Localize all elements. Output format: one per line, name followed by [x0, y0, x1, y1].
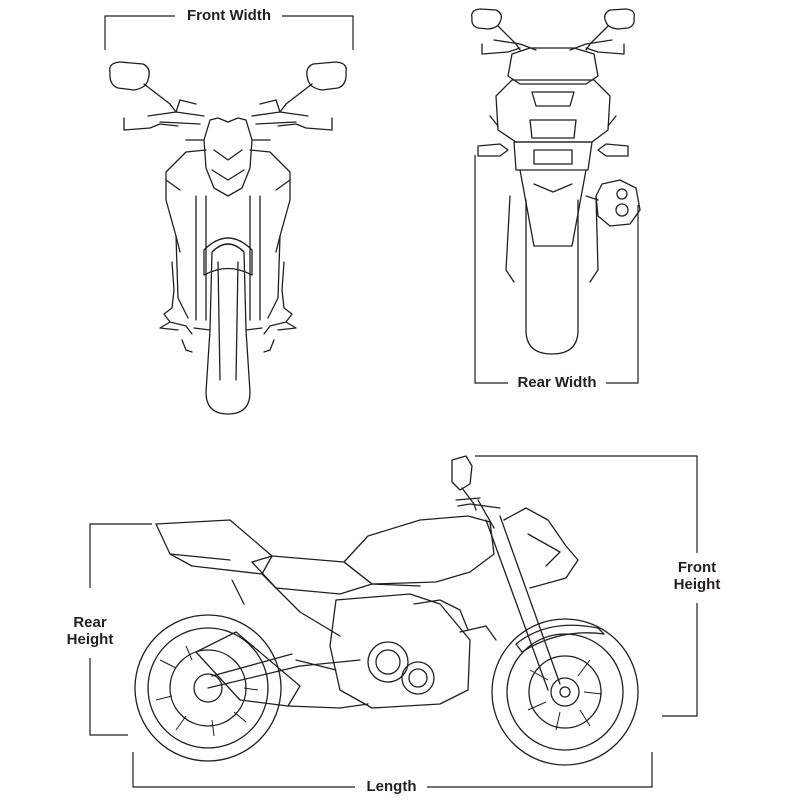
- front-view-motorcycle: [109, 61, 347, 415]
- side-view-front-wheel: [491, 618, 639, 766]
- side-view-fuel-tank: [343, 515, 495, 587]
- side-view-seat: [251, 555, 373, 595]
- rear-view-tail-section: [489, 47, 617, 143]
- front-height-dimension: [475, 455, 698, 717]
- side-view-rear-wheel: [134, 614, 282, 762]
- side-view-handlebar: [455, 497, 501, 509]
- front-view-handlebar: [123, 99, 333, 131]
- side-view-engine: [295, 593, 497, 709]
- rear-view-plate-holder: [513, 141, 593, 171]
- rear-view-hugger: [519, 169, 587, 247]
- front-view-left-mirror: [109, 61, 177, 113]
- rear-view-exhaust: [585, 179, 641, 227]
- front-view-right-mirror: [279, 61, 347, 113]
- rear-width-dimension: [474, 155, 639, 384]
- side-view-fork: [477, 499, 561, 691]
- front-view-engine: [159, 261, 297, 353]
- front-width-label: Front Width: [176, 7, 282, 24]
- front-view-body: [165, 149, 291, 319]
- rear-width-label: Rear Width: [508, 374, 606, 391]
- side-view-headlight: [503, 507, 579, 589]
- rear-height-label: Rear Height: [66, 614, 114, 648]
- rear-view-rear-tire: [505, 195, 599, 355]
- rear-view-right-mirror: [585, 8, 635, 51]
- side-view-frame-swingarm: [207, 573, 361, 689]
- side-view-motorcycle: [134, 455, 639, 766]
- rear-height-dimension: [89, 523, 152, 736]
- front-view-forks: [195, 195, 261, 321]
- rear-view-left-mirror: [471, 8, 521, 51]
- front-view-fender: [203, 237, 253, 276]
- side-view-mirror: [451, 455, 477, 511]
- side-view-exhaust: [195, 631, 369, 709]
- front-height-label: Front Height: [673, 559, 721, 593]
- side-view-front-fender: [515, 624, 605, 653]
- front-width-dimension: [104, 15, 354, 50]
- rear-view-motorcycle: [471, 8, 641, 355]
- front-view-headlight: [185, 117, 271, 197]
- length-label: Length: [356, 778, 427, 795]
- front-view-front-tire: [205, 243, 251, 415]
- rear-view-handlebar: [481, 39, 625, 55]
- side-view-tail-section: [155, 519, 273, 605]
- rear-view-indicators: [477, 143, 629, 157]
- length-dimension: [132, 752, 653, 788]
